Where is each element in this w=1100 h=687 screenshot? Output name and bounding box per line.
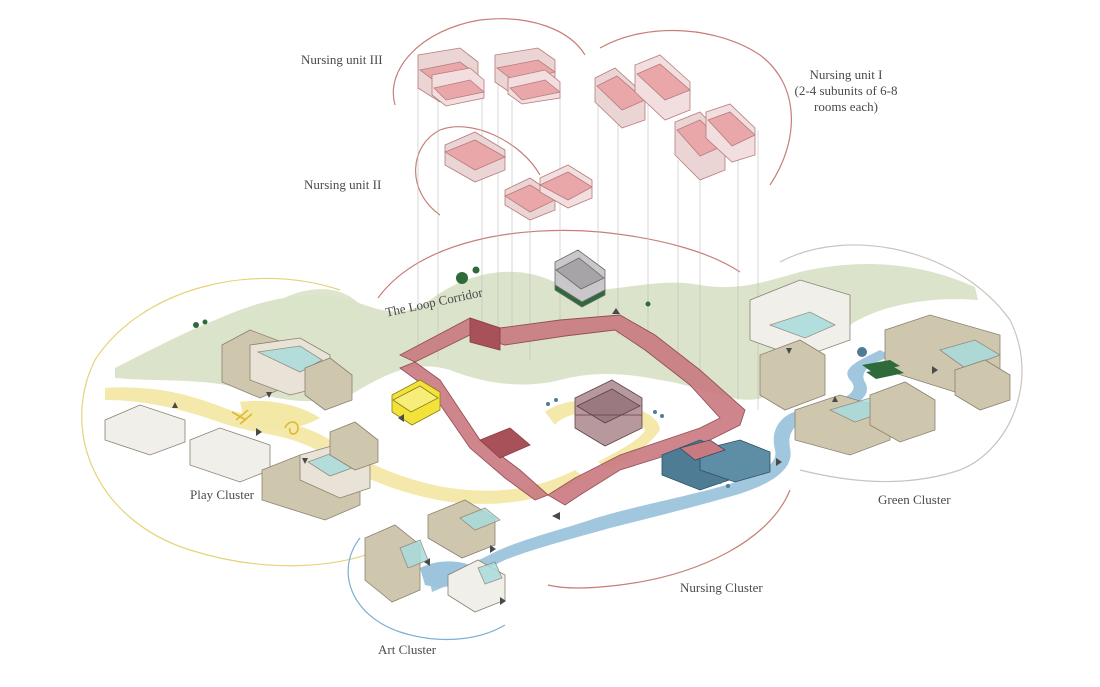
art-cluster-buildings [364, 499, 506, 613]
label-green-cluster: Green Cluster [878, 492, 951, 507]
label-nursing-unit-1-line1: Nursing unit I [809, 67, 883, 82]
label-nursing-unit-2: Nursing unit II [304, 177, 382, 192]
play-cluster-buildings [104, 329, 379, 521]
dot-markers [546, 398, 730, 488]
tree-markers [193, 266, 651, 328]
play-ground-symbols [231, 409, 299, 435]
label-nursing-unit-1: Nursing unit I (2-4 subunits of 6-8 room… [786, 67, 906, 115]
label-nursing-cluster: Nursing Cluster [680, 580, 763, 595]
label-nursing-unit-3: Nursing unit III [301, 52, 383, 67]
label-art-cluster: Art Cluster [378, 642, 437, 657]
gray-block-top [554, 249, 606, 308]
label-nursing-unit-1-line3: rooms each) [814, 99, 878, 114]
yellow-block [391, 379, 441, 426]
nursing-unit-2-blocks [444, 131, 593, 221]
label-nursing-unit-1-line2: (2-4 subunits of 6-8 [794, 83, 898, 98]
dark-blue-block [661, 439, 771, 491]
nursing-unit-3-blocks [417, 47, 561, 107]
cluster-boundary-arcs [81, 18, 1023, 641]
nursing-unit-1-blocks [594, 54, 756, 181]
label-play-cluster: Play Cluster [190, 487, 254, 502]
mauve-block-center [574, 379, 643, 447]
entrance-arrow-markers [172, 308, 938, 605]
green-cluster-buildings [749, 279, 1011, 456]
